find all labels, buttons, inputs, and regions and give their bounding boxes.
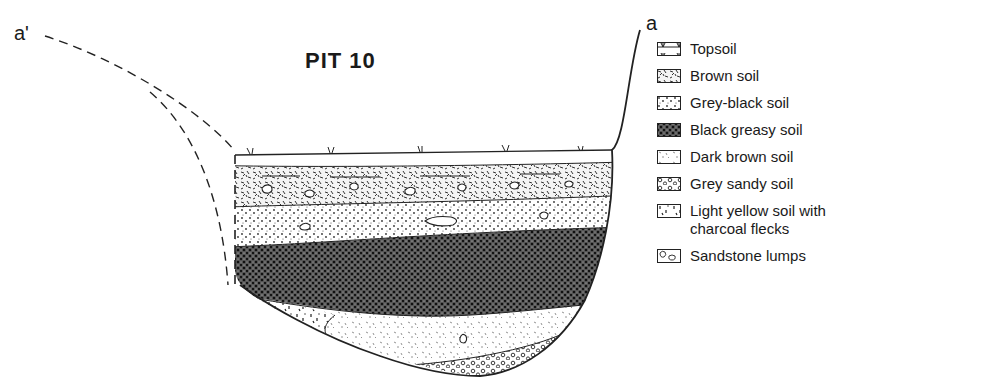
section-label: a [646,12,657,35]
legend-text: Sandstone lumps [690,247,880,265]
legend-swatch [657,249,681,263]
legend-item: Sandstone lumps [657,247,880,265]
legend-swatch [657,204,681,218]
legend-text: Grey-black soil [690,94,880,112]
legend-swatch [657,150,681,164]
legend-text: Black greasy soil [690,121,880,139]
legend-item: Black greasy soil [657,121,880,139]
legend-text: Topsoil [690,40,880,58]
legend-swatch [657,69,681,83]
legend-swatch [657,177,681,191]
soil-layers [200,140,660,386]
legend-swatch [657,123,681,137]
legend-text: Dark brown soil [690,148,880,166]
legend-swatch [657,42,681,56]
legend-item: Brown soil [657,67,880,85]
legend-item: Dark brown soil [657,148,880,166]
legend: TopsoilBrown soilGrey-black soilBlack gr… [657,40,880,274]
legend-text: Brown soil [690,67,880,85]
pit-title: PIT 10 [305,48,376,74]
sandstone-lumps [262,181,573,343]
legend-text: Grey sandy soil [690,175,880,193]
legend-swatch [657,96,681,110]
legend-item: Grey sandy soil [657,175,880,193]
legend-item: Grey-black soil [657,94,880,112]
legend-text: Light yellow soil with charcoal flecks [690,202,880,238]
section-label: a' [14,22,29,45]
legend-item: Light yellow soil with charcoal flecks [657,202,880,238]
legend-item: Topsoil [657,40,880,58]
